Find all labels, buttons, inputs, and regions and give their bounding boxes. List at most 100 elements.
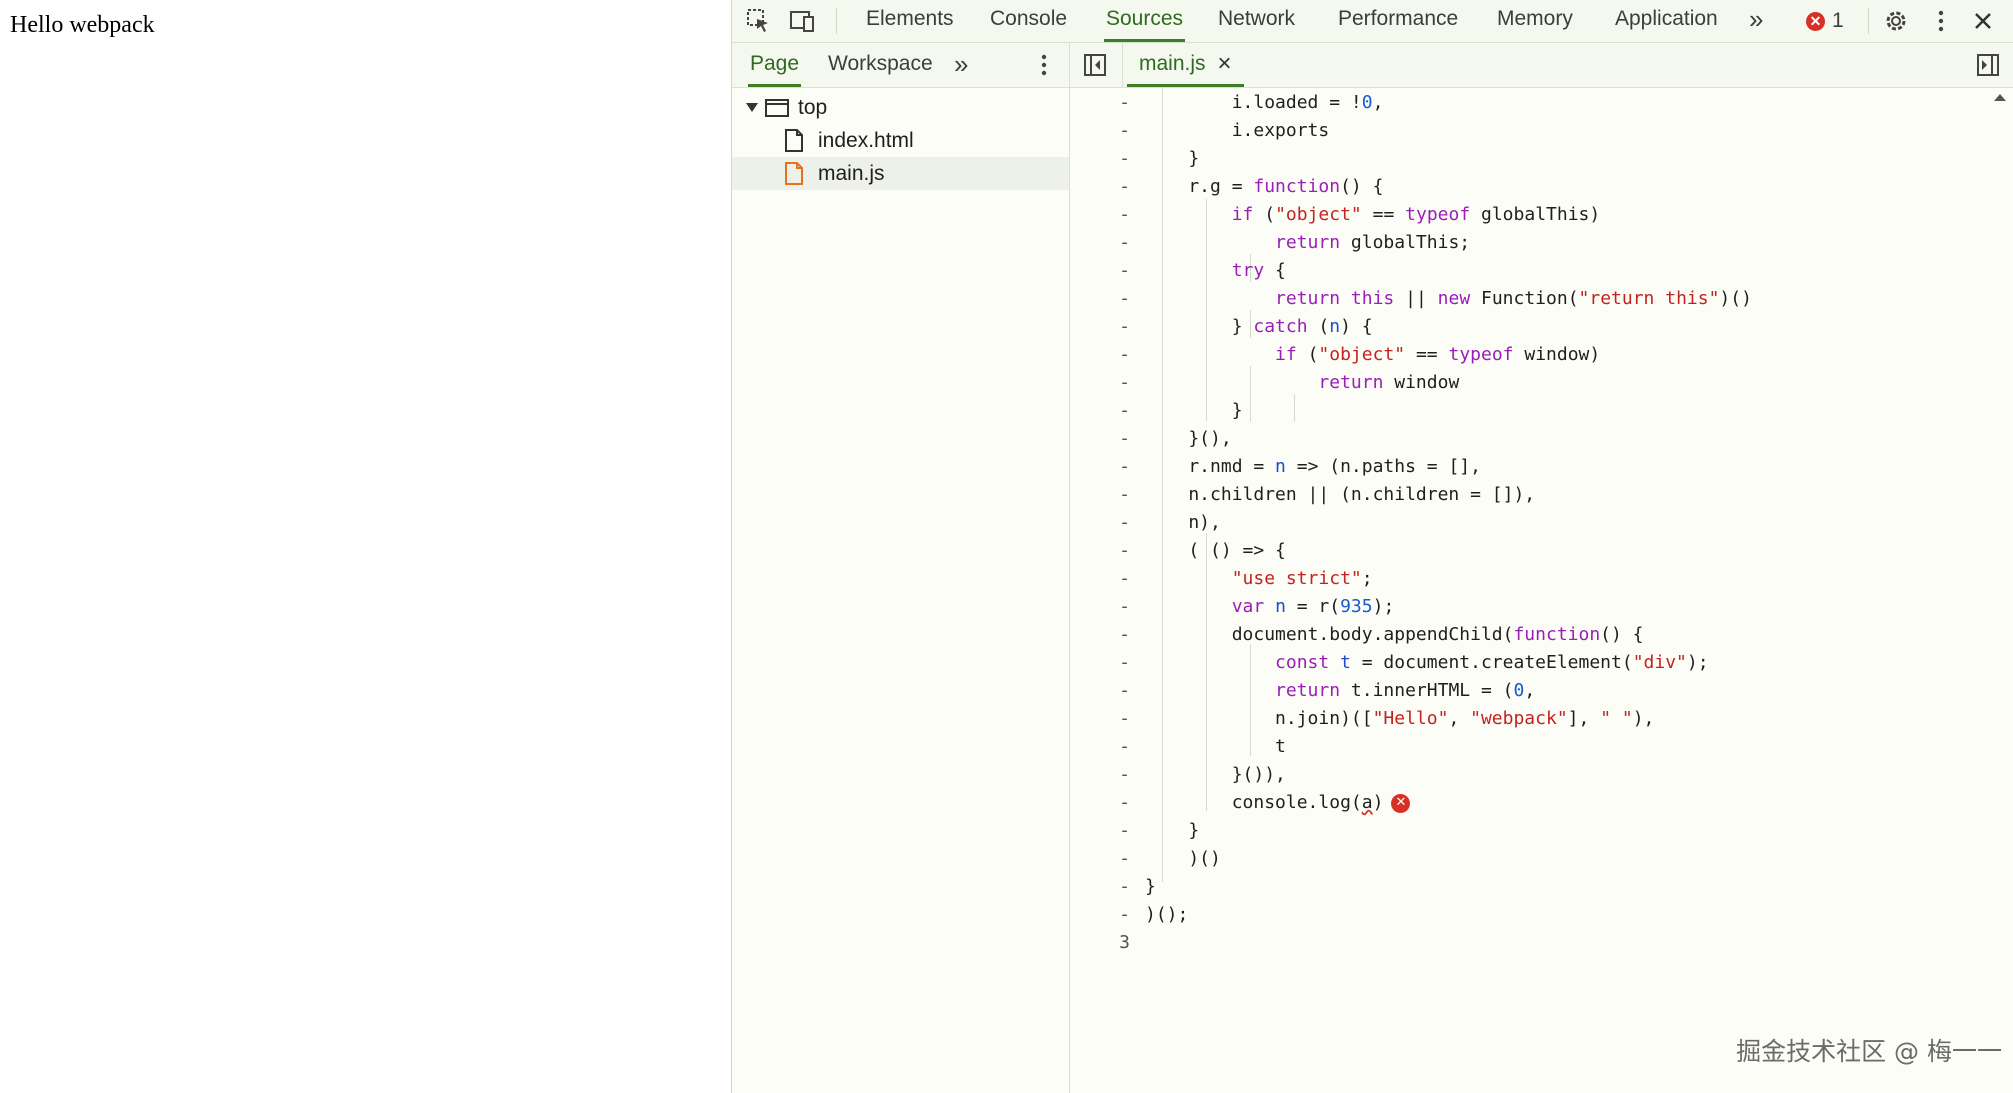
kebab-menu-icon[interactable] (1926, 6, 1956, 36)
code-line: - "use strict"; (1070, 565, 2013, 593)
toolbar-divider (836, 8, 837, 34)
code-text: r.g = function() { (1145, 176, 1384, 197)
code-line: -} (1070, 873, 2013, 901)
expand-triangle-icon[interactable] (746, 103, 758, 112)
document-file-icon (784, 128, 804, 159)
toggle-navigator-icon[interactable] (1080, 50, 1110, 80)
line-number: 3 (1119, 932, 1130, 953)
tab-performance[interactable]: Performance (1338, 7, 1459, 30)
toggle-debugger-icon[interactable] (1973, 50, 2003, 80)
code-editor[interactable]: - i.loaded = !0, - i.exports - } - r.g =… (1070, 88, 2013, 1093)
tree-item-top[interactable]: top (732, 91, 1069, 124)
file-navigator: top index.html main.js (732, 88, 1070, 1093)
tree-item-label: main.js (818, 161, 885, 185)
code-text: n.join)(["Hello", "webpack"], " "), (1145, 708, 1655, 729)
code-text: document.body.appendChild(function() { (1145, 624, 1644, 645)
code-text: r.nmd = n => (n.paths = [], (1145, 456, 1481, 477)
tab-application[interactable]: Application (1615, 7, 1718, 30)
code-text: if ("object" == typeof window) (1275, 344, 1601, 365)
line-gutter: - (1119, 652, 1130, 673)
tab-memory[interactable]: Memory (1497, 7, 1573, 30)
code-line-error: - console.log(a)✕ (1070, 789, 2013, 817)
inline-error-icon[interactable]: ✕ (1391, 793, 1411, 813)
code-line: - }(), (1070, 425, 2013, 453)
code-text: return globalThis; (1275, 232, 1471, 253)
scroll-up-arrow-icon[interactable] (1994, 94, 2006, 101)
code-line: - if ("object" == typeof globalThis) (1070, 201, 2013, 229)
code-text: try { (1231, 260, 1286, 281)
code-text: } (1145, 400, 1243, 421)
line-gutter: - (1119, 904, 1130, 925)
inspect-element-icon[interactable] (744, 6, 774, 36)
indent-guide (1206, 533, 1207, 811)
code-line: - } (1070, 817, 2013, 845)
code-line: - }()), (1070, 761, 2013, 789)
watermark-text: 掘金技术社区 @ 梅一一 (1736, 1037, 2002, 1066)
tab-network[interactable]: Network (1218, 7, 1296, 30)
devtools-panel: Elements Console Sources Network Perform… (731, 0, 2013, 1093)
tree-item-index-html[interactable]: index.html (732, 124, 1069, 157)
code-text: return t.innerHTML = (0, (1275, 680, 1536, 701)
code-text: i.exports (1145, 120, 1330, 141)
code-text: console.log(a)✕ (1145, 789, 1411, 817)
tab-sources[interactable]: Sources (1104, 0, 1186, 42)
code-text: var n = r(935); (1231, 596, 1395, 617)
error-icon: ✕ (1806, 11, 1825, 31)
code-line: - var n = r(935); (1070, 593, 2013, 621)
code-text: ( () => { (1145, 540, 1286, 561)
tree-item-main-js[interactable]: main.js (732, 157, 1069, 190)
line-gutter: - (1119, 596, 1130, 617)
code-line: - document.body.appendChild(function() { (1070, 621, 2013, 649)
device-toggle-icon[interactable] (788, 6, 818, 36)
settings-gear-icon[interactable] (1881, 6, 1911, 36)
code-line: - r.nmd = n => (n.paths = [], (1070, 453, 2013, 481)
line-gutter: - (1119, 120, 1130, 141)
code-text: "use strict"; (1231, 568, 1373, 589)
code-line: - const t = document.createElement("div"… (1070, 649, 2013, 677)
toolbar-divider (1122, 43, 1123, 87)
tab-elements[interactable]: Elements (866, 7, 954, 30)
line-gutter: - (1119, 428, 1130, 449)
more-tabs-button[interactable]: » (1749, 4, 1764, 34)
code-line: - n.join)(["Hello", "webpack"], " "), (1070, 705, 2013, 733)
line-gutter: - (1119, 316, 1130, 337)
tree-item-label: top (798, 95, 828, 119)
line-gutter: - (1119, 372, 1130, 393)
line-gutter: - (1119, 624, 1130, 645)
nav-more-button[interactable]: » (954, 49, 969, 79)
code-text: t (1145, 736, 1286, 757)
line-gutter: - (1119, 288, 1130, 309)
pane-divider (1069, 43, 1070, 87)
page-heading-text: Hello webpack (10, 12, 155, 38)
error-count-badge[interactable]: ✕ 1 (1806, 7, 1844, 35)
code-text: } (1145, 876, 1156, 897)
line-gutter: - (1119, 148, 1130, 169)
line-gutter: - (1119, 232, 1130, 253)
code-line: - ( () => { (1070, 537, 2013, 565)
line-gutter: - (1119, 456, 1130, 477)
code-text: n.children || (n.children = []), (1145, 484, 1536, 505)
line-gutter: - (1119, 680, 1130, 701)
indent-guide (1250, 254, 1251, 282)
code-line: - } (1070, 145, 2013, 173)
code-text: const t = document.createElement("div"); (1275, 652, 1709, 673)
code-line: - r.g = function() { (1070, 173, 2013, 201)
indent-guide (1162, 88, 1163, 882)
code-text: )() (1145, 848, 1221, 869)
close-devtools-icon[interactable] (1968, 6, 1998, 36)
code-text: return window (1318, 372, 1460, 393)
line-gutter: - (1119, 400, 1130, 421)
code-line: - try { (1070, 257, 2013, 285)
line-gutter: - (1119, 764, 1130, 785)
code-line: - return t.innerHTML = (0, (1070, 677, 2013, 705)
navigator-menu-icon[interactable] (1029, 50, 1059, 80)
tab-console[interactable]: Console (990, 7, 1068, 30)
close-tab-icon[interactable]: × (1217, 49, 1232, 77)
code-line: - } (1070, 397, 2013, 425)
nav-tab-page[interactable]: Page (748, 43, 802, 87)
line-gutter: - (1119, 876, 1130, 897)
line-gutter: - (1119, 176, 1130, 197)
editor-file-tab[interactable]: main.js × (1127, 43, 1244, 87)
code-line: -)(); (1070, 901, 2013, 929)
nav-tab-workspace[interactable]: Workspace (828, 52, 933, 75)
